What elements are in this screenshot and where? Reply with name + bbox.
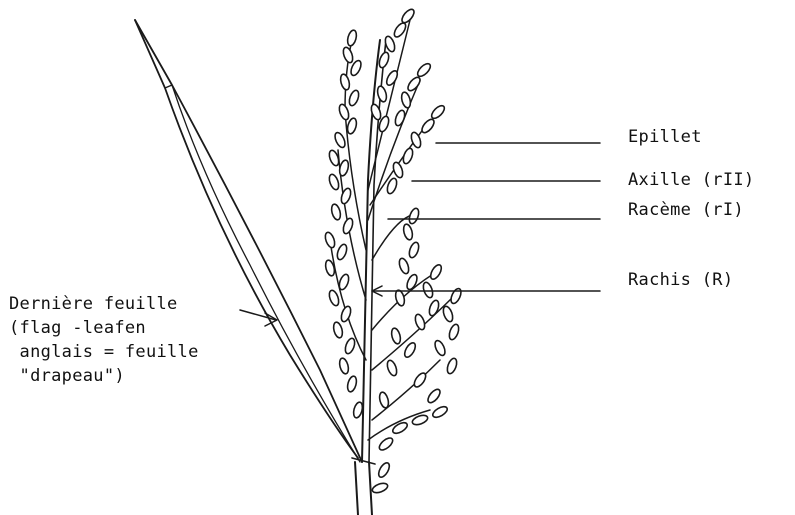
leader-line-flag-leaf	[240, 310, 276, 320]
label-flag-leaf-line-1: Dernière feuille	[9, 294, 178, 315]
leader-lines	[240, 143, 600, 326]
label-flag-leaf-line-2: (flag -leafen	[9, 318, 146, 339]
label-rachis: Rachis (R)	[628, 270, 733, 291]
label-flag-leaf-line-3: anglais = feuille	[9, 342, 199, 363]
label-epillet: Epillet	[628, 127, 702, 148]
culm-stem	[352, 458, 375, 515]
label-raceme: Racème (rI)	[628, 200, 744, 221]
label-flag-leaf-line-4: "drapeau")	[9, 366, 125, 387]
label-axille: Axille (rII)	[628, 170, 754, 191]
